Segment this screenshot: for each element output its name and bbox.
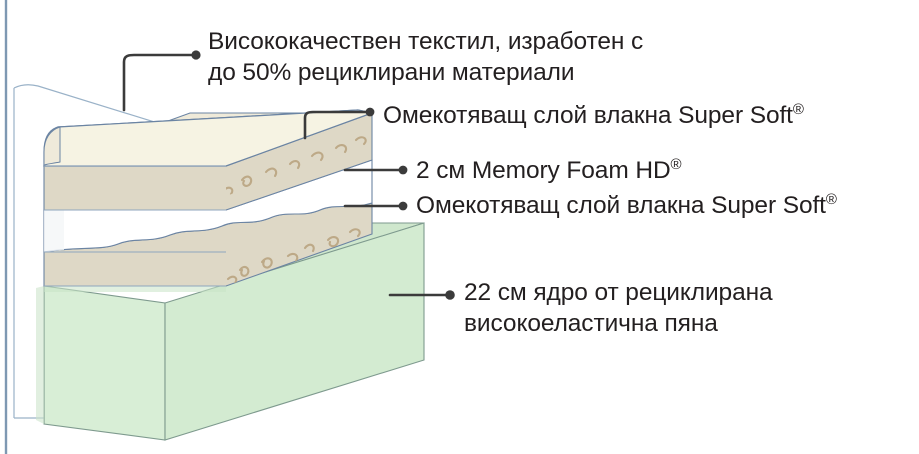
callout-text-super-soft-bottom: Омекотяващ слой влакна Super Soft bbox=[416, 192, 826, 219]
callout-label-foam-core: 22 см ядро от рециклирана високоеластичн… bbox=[464, 279, 773, 337]
registered-trademark-icon: ® bbox=[670, 155, 682, 173]
layer-separators bbox=[44, 165, 226, 287]
leader-dot-supersoft-bottom bbox=[398, 201, 408, 211]
callout-text-memory-foam: 2 см Memory Foam HD bbox=[416, 157, 671, 184]
callout-label-super-soft-top: Омекотяващ слой влакна Super Soft® bbox=[383, 100, 804, 131]
leader-dot-memoryfoam bbox=[398, 165, 408, 175]
leader-line-textile bbox=[122, 53, 198, 112]
callout-label-memory-foam: 2 см Memory Foam HD® bbox=[416, 155, 682, 186]
registered-trademark-icon: ® bbox=[792, 100, 804, 118]
callout-label-textile: Висококачествен текстил, изработен с до … bbox=[208, 28, 644, 86]
leader-line-supersoft-top bbox=[303, 110, 372, 140]
callout-text-super-soft-top: Омекотяващ слой влакна Super Soft bbox=[383, 102, 793, 129]
leader-lines bbox=[122, 53, 452, 297]
layer-textile-cover bbox=[43, 109, 375, 167]
leader-dot-textile bbox=[191, 50, 201, 60]
registered-trademark-icon: ® bbox=[825, 190, 837, 208]
leader-dot-core bbox=[445, 290, 455, 300]
leader-dots bbox=[191, 50, 455, 300]
callout-label-super-soft-bottom: Омекотяващ слой влакна Super Soft® bbox=[416, 190, 837, 221]
leader-dot-supersoft-top bbox=[365, 107, 375, 117]
